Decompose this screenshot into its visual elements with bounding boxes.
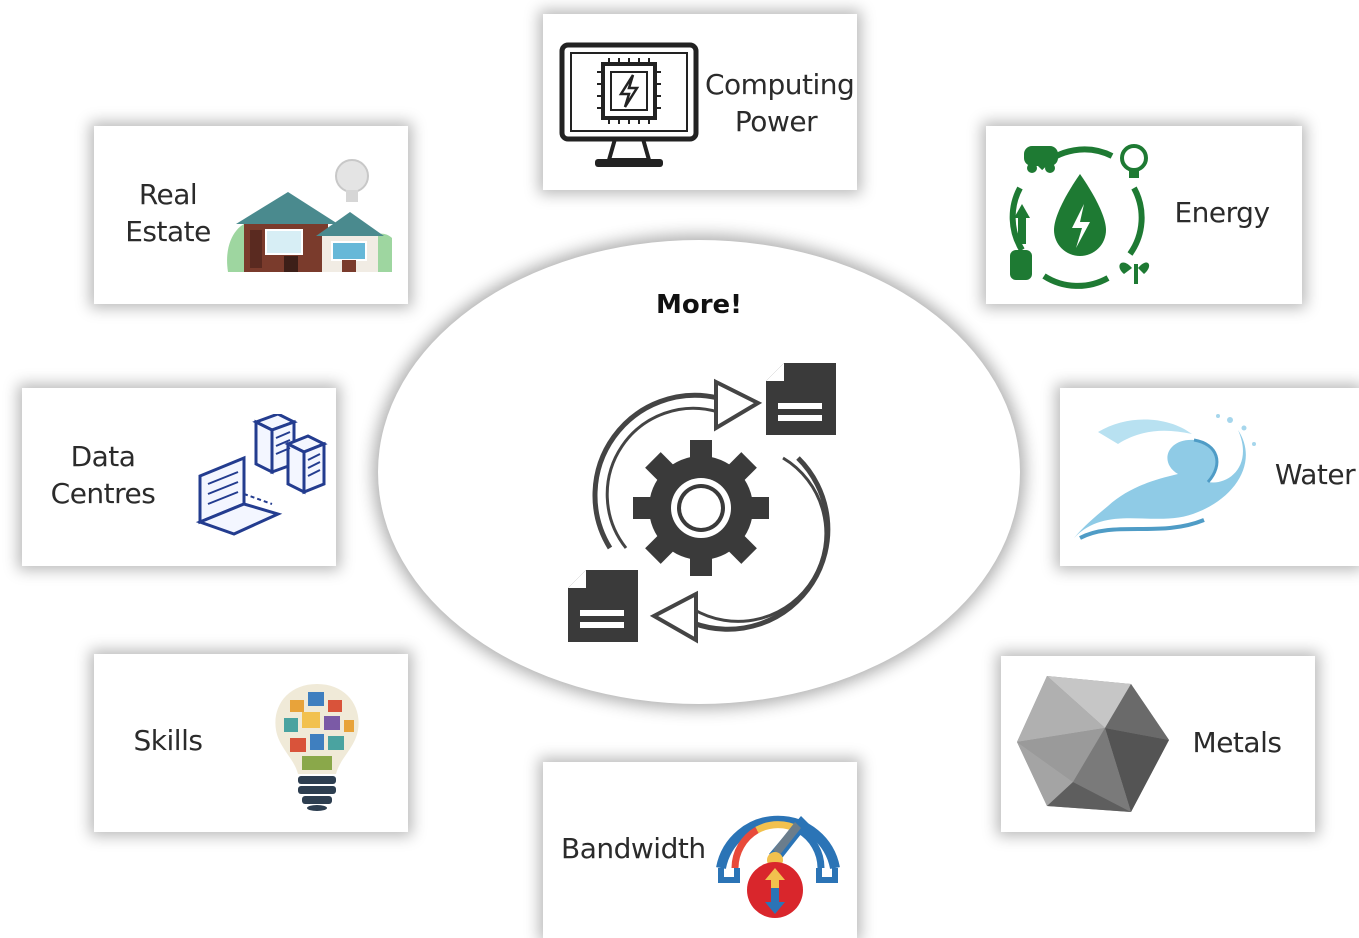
card-computing-power: Computing Power xyxy=(543,14,857,190)
card-bandwidth: Bandwidth xyxy=(543,762,857,938)
lightbulb-icon xyxy=(275,684,359,811)
speed-gauge-icon xyxy=(716,815,840,918)
computing-power-label: Computing Power xyxy=(705,68,855,138)
card-data-centres: Data Centres xyxy=(22,388,336,566)
metals-label: Metals xyxy=(1192,726,1282,759)
energy-cycle-icon xyxy=(1009,144,1150,289)
card-energy: Energy xyxy=(986,126,1302,304)
water-wave-icon xyxy=(1074,414,1256,540)
water-label: Water xyxy=(1274,458,1356,491)
metal-polyhedron-icon xyxy=(1017,676,1169,812)
data-centres-label: Data Centres xyxy=(50,440,156,510)
houses-icon xyxy=(227,159,392,272)
computer-chip-icon xyxy=(559,42,699,167)
skills-label: Skills xyxy=(133,724,203,757)
center-title: More! xyxy=(655,290,743,320)
real-estate-label: Real Estate xyxy=(125,178,211,248)
bandwidth-label: Bandwidth xyxy=(561,832,706,865)
energy-label: Energy xyxy=(1174,196,1270,229)
process-cycle-icon xyxy=(568,363,836,644)
card-real-estate: Real Estate xyxy=(94,126,408,304)
center-ellipse: More! xyxy=(378,240,1020,704)
card-water: Water xyxy=(1060,388,1359,566)
card-metals: Metals xyxy=(1001,656,1315,832)
card-skills: Skills xyxy=(94,654,408,832)
server-laptop-icon xyxy=(195,414,328,536)
